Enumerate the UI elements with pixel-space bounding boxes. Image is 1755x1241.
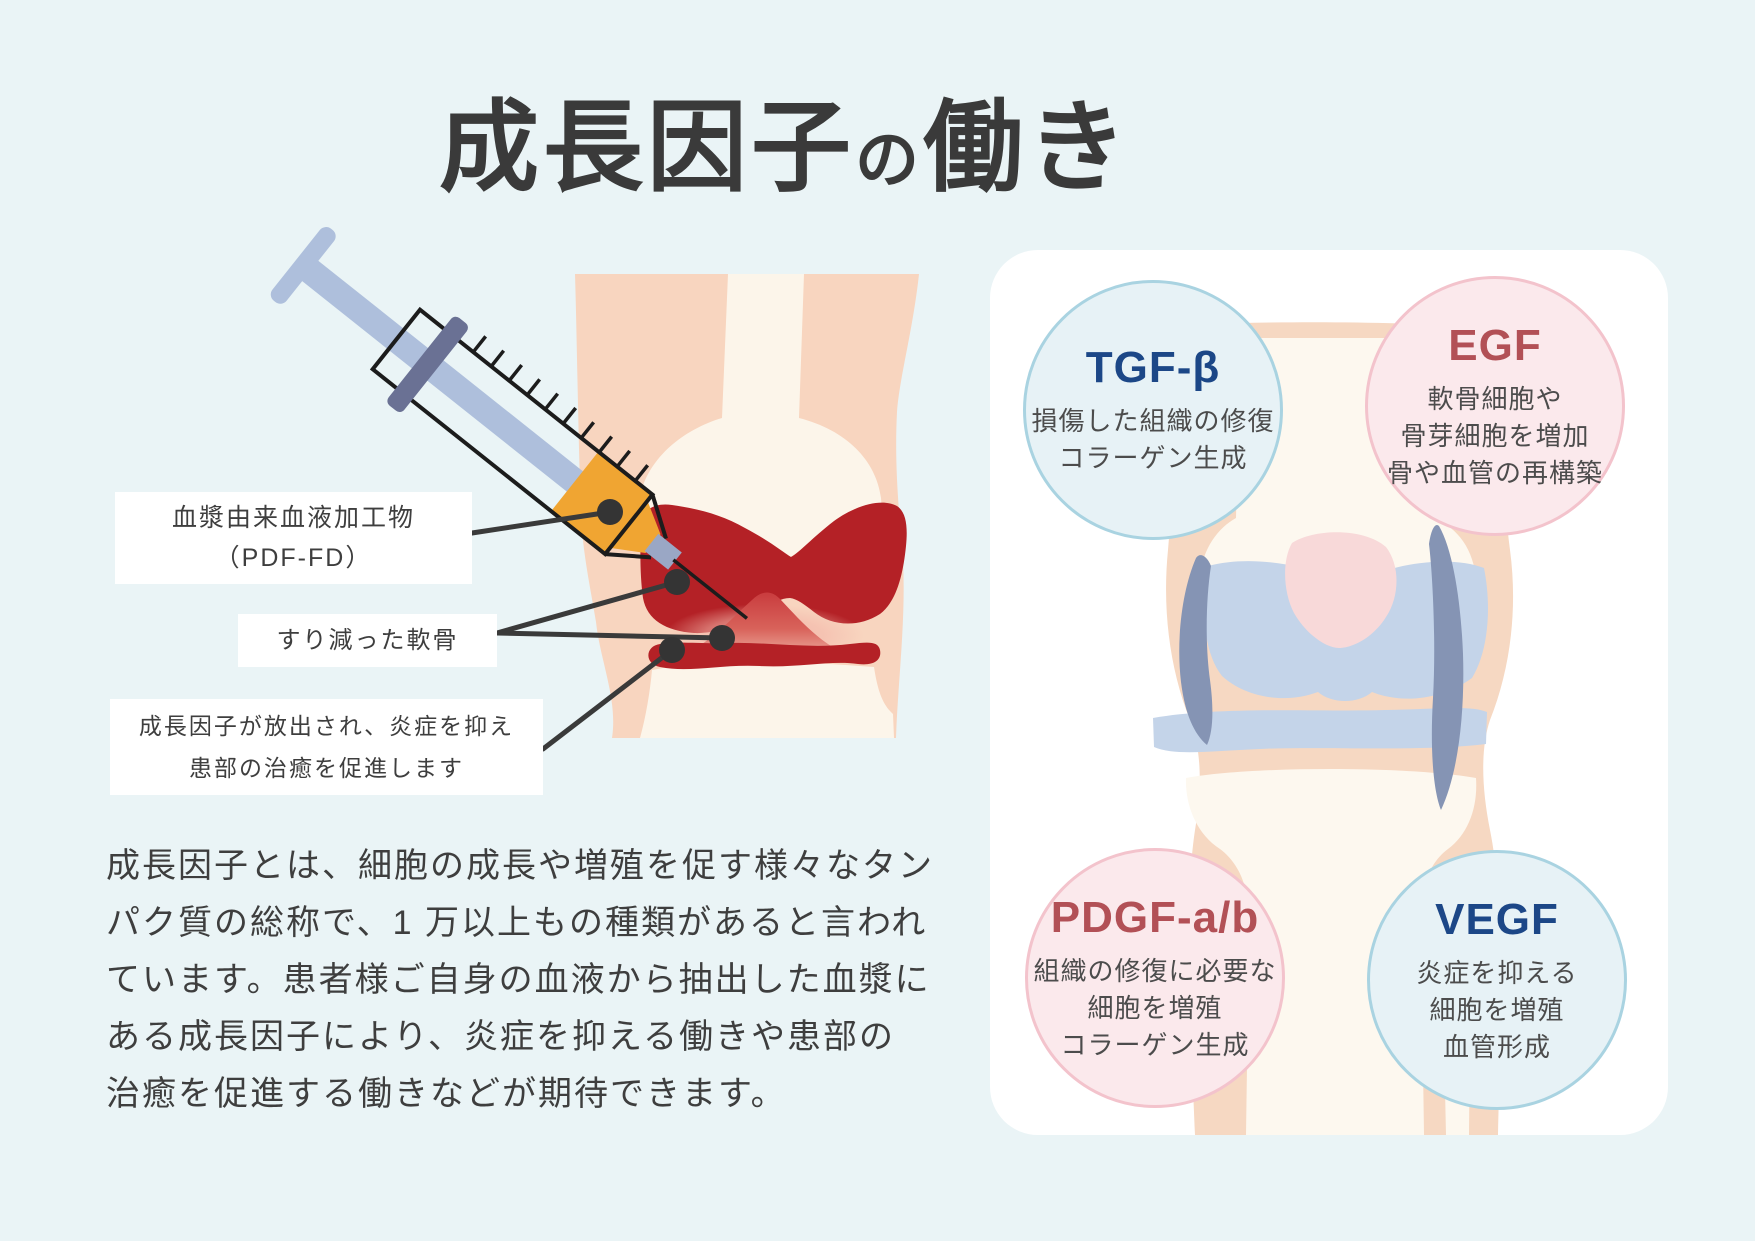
panel-patella-shape [1285,532,1397,648]
title-particle: の [855,124,923,196]
label-growth-factor-release: 成長因子が放出され、炎症を抑え 患部の治癒を促進します [110,699,543,795]
syringe-barrel-outline [369,306,656,557]
syringe-tip-edge-top [650,494,668,540]
label-pdf-fd-line1: 血漿由来血液加工物 [171,504,415,532]
callout-dots [597,499,735,663]
syringe-plunger-handle [270,227,336,304]
syringe-tip-edge-bottom [604,552,652,560]
factor-desc-tgf-beta: 損傷した組織の修復 コラーゲン生成 [1031,406,1275,473]
factor-name-egf: EGF [1448,320,1542,370]
factor-circle-vegf: VEGF 炎症を抑える 細胞を増殖 血管形成 [1367,850,1627,1110]
factor-circle-egf: EGF 軟骨細胞や 骨芽細胞を増加 骨や血管の再構築 [1365,276,1625,536]
syringe-plunger-rod [295,255,585,493]
label-growth-factor-release-line2: 患部の治癒を促進します [189,755,464,781]
description-paragraph: 成長因子とは、細胞の成長や増殖を促す様々なタン パク質の総称で、1 万以上もの種… [106,847,934,1113]
callout-lines [469,509,725,752]
title-main-1: 成長因子 [439,92,855,204]
femur-bone-shape [639,274,882,559]
label-growth-factor-release-line1: 成長因子が放出され、炎症を抑え [138,713,515,739]
syringe-needle [672,558,749,620]
factor-desc-egf: 軟骨細胞や 骨芽細胞を増加 骨や血管の再構築 [1386,383,1603,488]
label-worn-cartilage-line1: すり減った軟骨 [276,626,459,654]
panel-ligament-left [1179,555,1213,745]
factor-name-tgf-beta: TGF-β [1085,343,1221,392]
label-worn-cartilage: すり減った軟骨 [238,614,497,667]
factor-circle-pdgf: PDGF-a/b 組織の修復に必要な 細胞を増殖 コラーゲン生成 [1025,848,1285,1108]
page-title: 成長因子の働き [0,66,1570,211]
growth-factors-panel: TGF-β 損傷した組織の修復 コラーゲン生成 EGF 軟骨細胞や 骨芽細胞を増… [990,250,1668,1135]
tibia-bone-shape [640,662,894,738]
syringe-scale-ticks [471,335,650,482]
factor-circle-tgf-beta: TGF-β 損傷した組織の修復 コラーゲン生成 [1023,280,1283,540]
panel-cartilage-band [1153,707,1487,753]
title-main-2: 働き [923,92,1131,204]
factor-desc-pdgf: 組織の修復に必要な 細胞を増殖 コラーゲン生成 [1033,955,1277,1060]
worn-meniscus-strip [648,642,881,670]
syringe-flange [387,316,468,412]
syringe-liquid-taper [610,500,661,554]
syringe-needle-hub [644,533,682,570]
factor-name-pdgf: PDGF-a/b [1050,892,1260,942]
label-pdf-fd: 血漿由来血液加工物 （PDF-FD） [115,492,472,584]
label-pdf-fd-line2: （PDF-FD） [214,544,373,572]
factor-name-vegf: VEGF [1435,894,1559,944]
factor-desc-vegf: 炎症を抑える 細胞を増殖 血管形成 [1416,957,1578,1062]
inflamed-area-shape [640,502,907,634]
panel-ligament-right [1429,524,1464,810]
